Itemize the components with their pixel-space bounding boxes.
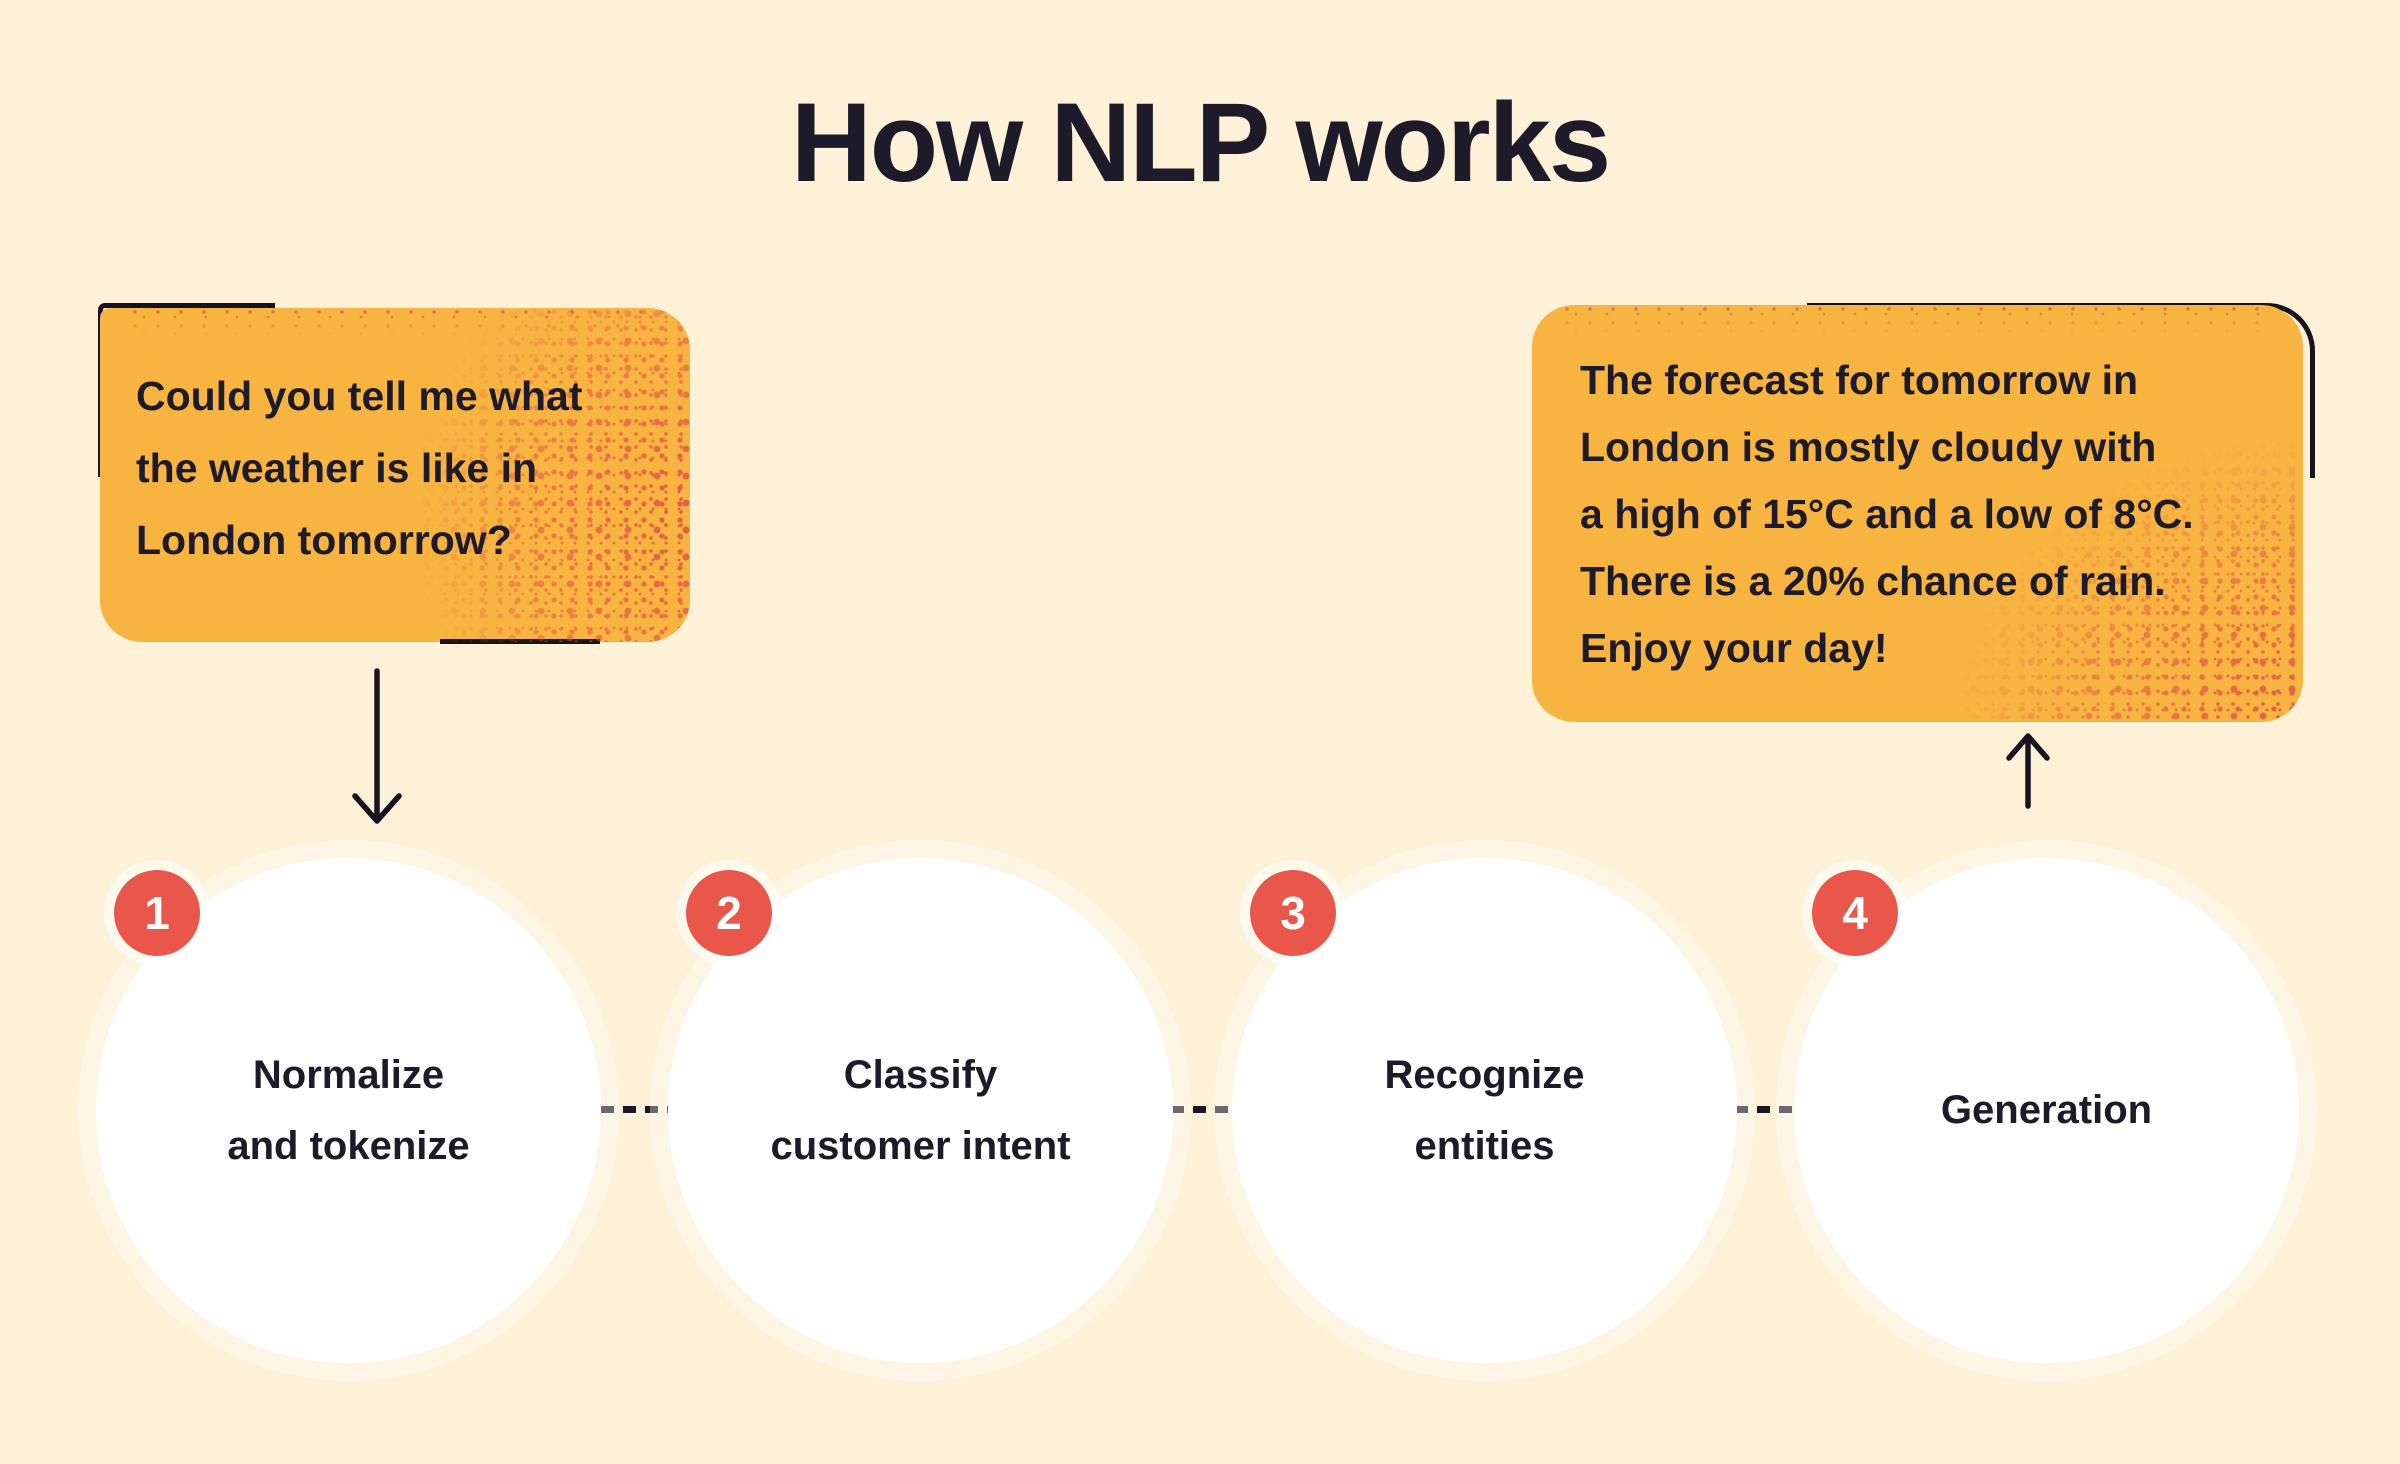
dashed-connector <box>1735 1106 1797 1113</box>
query-line: the weather is like in <box>136 445 538 491</box>
step-recognize-entities: Recognize entities 3 <box>1232 858 1737 1363</box>
step-number-badge: 2 <box>686 870 772 956</box>
step-label-line: Normalize <box>252 1052 445 1097</box>
page-title: How NLP works <box>790 80 1611 205</box>
step-label-line: Recognize <box>1384 1052 1585 1097</box>
step-classify-intent: Classify customer intent 2 <box>668 858 1173 1363</box>
response-speech-bubble: The forecast for tomorrow in London is m… <box>1532 305 2303 722</box>
step-label-line: Generation <box>1940 1088 2153 1132</box>
response-line: a high of 15°C and a low of 8°C. <box>1580 491 2194 537</box>
step-number-badge: 3 <box>1250 870 1336 956</box>
query-line: London tomorrow? <box>136 517 512 563</box>
step-number-badge: 1 <box>114 870 200 956</box>
response-line: London is mostly cloudy with <box>1580 424 2157 470</box>
grain-texture <box>100 308 690 642</box>
grain-texture <box>1532 305 2303 722</box>
step-normalize-tokenize: Normalize and tokenize 1 <box>96 858 601 1363</box>
dashed-connector <box>601 1106 671 1113</box>
step-label-line: and tokenize <box>227 1123 470 1168</box>
up-arrow-icon <box>2000 731 2056 809</box>
response-line: Enjoy your day! <box>1580 625 1888 671</box>
step-number-badge: 4 <box>1812 870 1898 956</box>
dashed-connector <box>1171 1106 1235 1113</box>
down-arrow-icon <box>349 668 405 832</box>
query-speech-bubble: Could you tell me what the weather is li… <box>100 308 690 642</box>
response-line: The forecast for tomorrow in <box>1580 357 2139 403</box>
response-line: There is a 20% chance of rain. <box>1580 558 2166 604</box>
grain-texture-top <box>1562 305 2273 335</box>
step-label-line: customer intent <box>770 1123 1071 1168</box>
step-label-line: Classify <box>843 1052 998 1097</box>
grain-texture-top <box>130 308 660 338</box>
step-label-line: entities <box>1414 1123 1555 1168</box>
query-line: Could you tell me what <box>136 373 583 419</box>
step-generation: Generation 4 <box>1794 858 2299 1363</box>
